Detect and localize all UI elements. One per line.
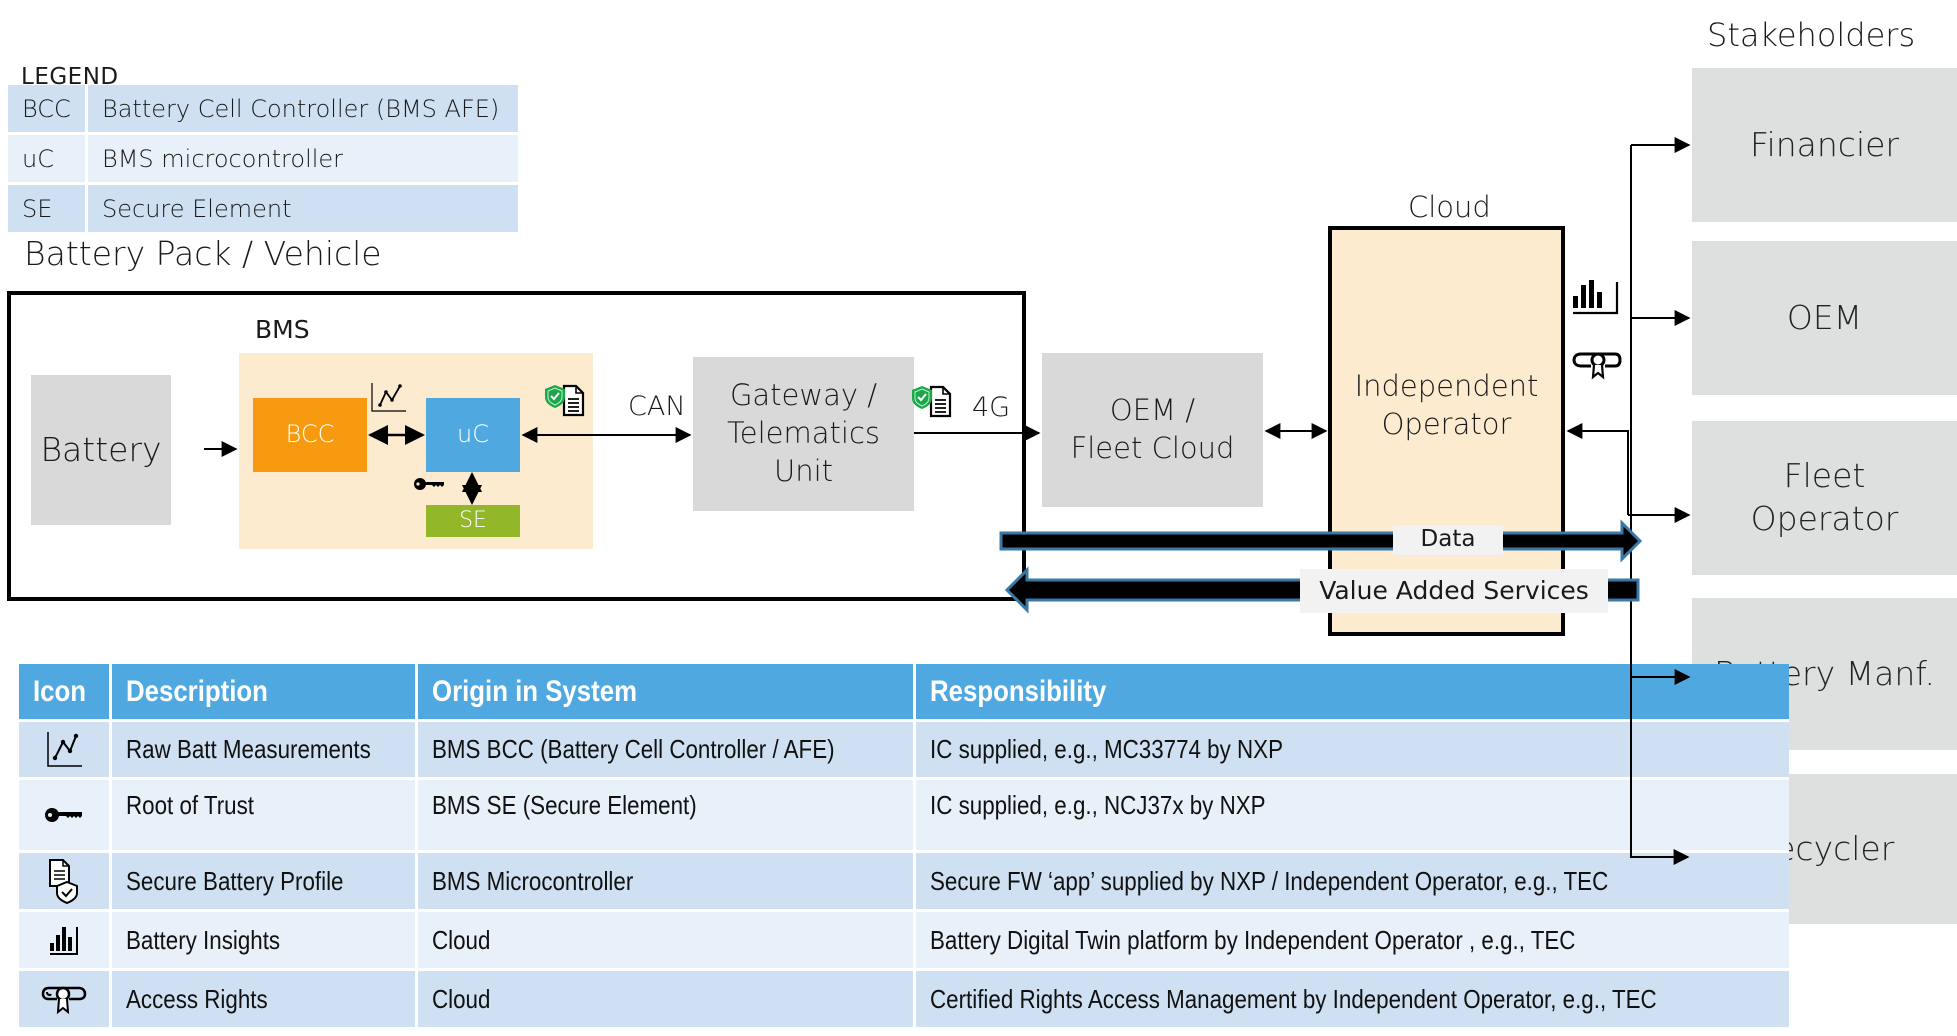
row-origin: BMS SE (Secure Element): [432, 790, 697, 820]
stakeholder-financier[interactable]: Financier: [1692, 68, 1957, 222]
independent-operator-label: Independent Operator: [1354, 369, 1539, 441]
legend-table: BCC Battery Cell Controller (BMS AFE) uC…: [8, 85, 518, 235]
secure-document-icon: [19, 853, 112, 909]
row-origin: Cloud: [432, 924, 491, 955]
table-row: Access Rights Cloud Certified Rights Acc…: [19, 971, 1789, 1030]
bcc-block[interactable]: BCC: [253, 398, 367, 472]
table-header-row: Icon Description Origin in System Respon…: [19, 664, 1789, 722]
certificate-icon: [1572, 352, 1622, 380]
legend-meaning: BMS microcontroller: [102, 144, 344, 173]
row-responsibility: Secure FW ‘app’ supplied by NXP / Indepe…: [930, 865, 1609, 896]
services-arrow-label: Value Added Services: [1300, 569, 1608, 613]
stakeholder-return-arrow: [1566, 423, 1629, 448]
row-description: Access Rights: [126, 983, 268, 1014]
stakeholder-label: OEM: [1786, 297, 1863, 337]
stakeholder-label: Financier: [1750, 124, 1899, 164]
responsibility-table: Icon Description Origin in System Respon…: [19, 664, 1789, 1030]
legend-row: uC BMS microcontroller: [8, 135, 518, 182]
bar-chart-icon: [19, 912, 112, 968]
bms-label: BMS: [255, 315, 310, 344]
row-responsibility: IC supplied, e.g., NCJ37x by NXP: [930, 790, 1266, 820]
row-responsibility: Certified Rights Access Management by In…: [930, 983, 1657, 1014]
uc-block[interactable]: uC: [426, 398, 520, 472]
row-description: Battery Insights: [126, 924, 281, 955]
stakeholders-title: Stakeholders: [1707, 16, 1916, 54]
line-chart-icon: [19, 722, 112, 777]
row-responsibility: IC supplied, e.g., MC33774 by NXP: [930, 734, 1283, 764]
stakeholder-label: Fleet Operator: [1750, 456, 1899, 538]
row-origin: BMS BCC (Battery Cell Controller / AFE): [432, 734, 835, 764]
table-row: Raw Batt Measurements BMS BCC (Battery C…: [19, 722, 1789, 780]
battery-pack-container: [7, 291, 1026, 601]
battery-block[interactable]: Battery: [31, 375, 171, 525]
oem-fleet-cloud-block[interactable]: OEM / Fleet Cloud: [1042, 353, 1263, 507]
table-row: Root of Trust BMS SE (Secure Element) IC…: [19, 780, 1789, 853]
se-block[interactable]: SE: [426, 505, 520, 537]
row-responsibility: Battery Digital Twin platform by Indepen…: [930, 924, 1576, 955]
table-row: Secure Battery Profile BMS Microcontroll…: [19, 853, 1789, 912]
bcc-label: BCC: [285, 420, 335, 449]
uc-label: uC: [457, 420, 489, 449]
table-row: Battery Insights Cloud Battery Digital T…: [19, 912, 1789, 971]
bar-chart-icon: [1573, 280, 1619, 315]
battery-label: Battery: [40, 429, 162, 469]
legend-abbr: BCC: [8, 85, 88, 132]
key-icon: [19, 780, 112, 850]
can-label: CAN: [628, 391, 686, 422]
legend-row: BCC Battery Cell Controller (BMS AFE): [8, 85, 518, 132]
table-header-description: Description: [112, 664, 418, 719]
legend-abbr: SE: [8, 185, 88, 232]
row-origin: Cloud: [432, 983, 491, 1014]
cloud-title: Cloud: [1408, 190, 1491, 224]
legend-abbr: uC: [8, 135, 88, 182]
legend-row: SE Secure Element: [8, 185, 518, 232]
table-header-responsibility: Responsibility: [916, 664, 1789, 719]
link-4g-label: 4G: [972, 392, 1011, 423]
stakeholder-fleet-operator[interactable]: Fleet Operator: [1692, 421, 1957, 575]
row-description: Root of Trust: [126, 790, 255, 820]
certificate-icon: [19, 971, 112, 1027]
battery-pack-title: Battery Pack / Vehicle: [24, 234, 382, 273]
gateway-block[interactable]: Gateway / Telematics Unit: [693, 357, 914, 511]
legend-meaning: Secure Element: [102, 194, 292, 223]
se-label: SE: [459, 507, 487, 533]
row-description: Secure Battery Profile: [126, 865, 344, 896]
legend-meaning: Battery Cell Controller (BMS AFE): [102, 94, 500, 123]
stakeholder-oem[interactable]: OEM: [1692, 241, 1957, 395]
gateway-label: Gateway / Telematics Unit: [726, 378, 881, 488]
row-description: Raw Batt Measurements: [126, 734, 371, 764]
table-header-origin: Origin in System: [418, 664, 916, 719]
data-arrow-label: Data: [1393, 525, 1503, 555]
oem-fleet-cloud-label: OEM / Fleet Cloud: [1070, 393, 1235, 465]
row-origin: BMS Microcontroller: [432, 865, 634, 896]
table-header-icon: Icon: [19, 664, 112, 719]
